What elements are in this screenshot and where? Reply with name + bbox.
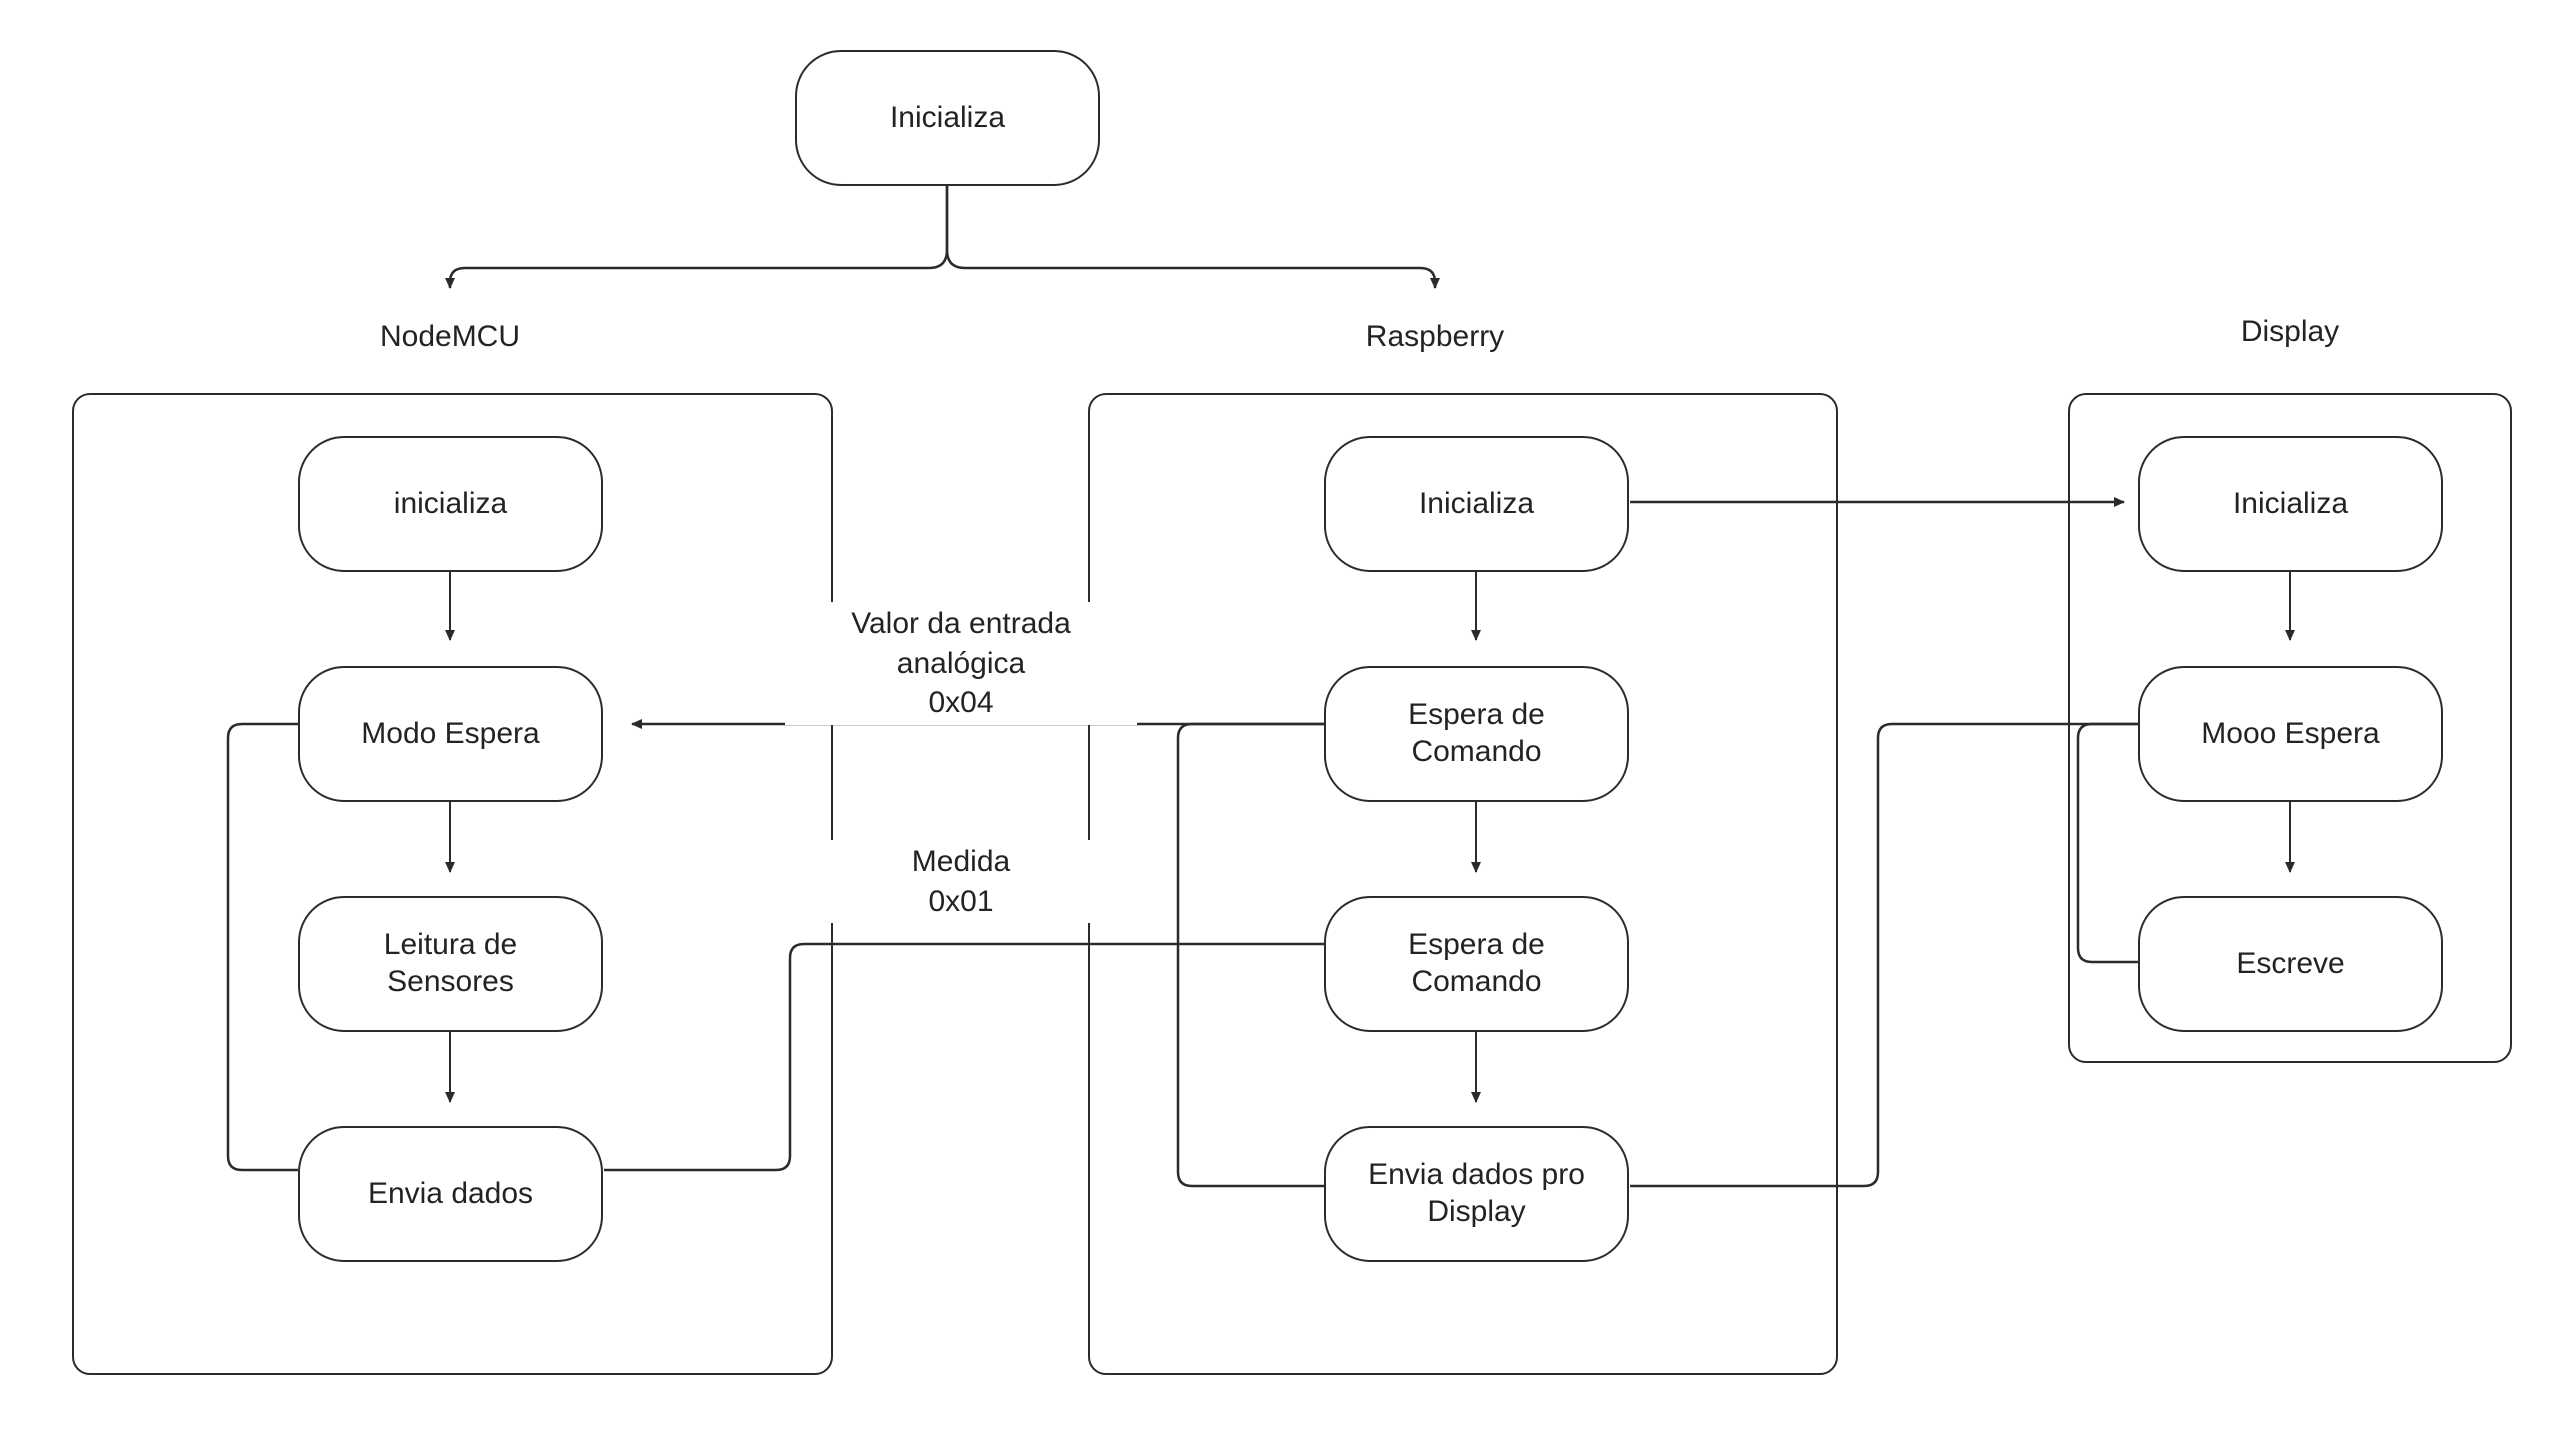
column-label-display: Display: [2240, 315, 2340, 348]
node-disp-mooo-espera[interactable]: Mooo Espera: [2138, 666, 2443, 802]
edge-label-valor-entrada-analogica: Valor da entrada analógica 0x04: [785, 602, 1137, 725]
column-label-nodemcu: NodeMCU: [379, 320, 521, 353]
node-rpi-espera-comando-1[interactable]: Espera de Comando: [1324, 666, 1629, 802]
node-rpi-espera-comando-2[interactable]: Espera de Comando: [1324, 896, 1629, 1032]
node-rpi-inicializa[interactable]: Inicializa: [1324, 436, 1629, 572]
edge-label-medida: Medida 0x01: [820, 840, 1102, 924]
edge-root-split: [445, 186, 949, 289]
node-mcu-modo-espera[interactable]: Modo Espera: [298, 666, 603, 802]
column-label-raspberry: Raspberry: [1365, 320, 1505, 353]
container-display: [2068, 393, 2512, 1063]
node-disp-inicializa[interactable]: Inicializa: [2138, 436, 2443, 572]
node-disp-escreve[interactable]: Escreve: [2138, 896, 2443, 1032]
edge-medida-to-rpi: [604, 939, 1411, 1172]
node-mcu-inicializa[interactable]: inicializa: [298, 436, 603, 572]
node-mcu-leitura-sensores[interactable]: Leitura de Sensores: [298, 896, 603, 1032]
node-root-inicializa[interactable]: Inicializa: [795, 50, 1100, 186]
edge-mcu-send-loop-to-wait: [226, 719, 383, 1172]
edge-rpi-send-to-disp-wait: [1630, 719, 2225, 1188]
node-mcu-envia-dados[interactable]: Envia dados: [298, 1126, 603, 1262]
node-rpi-envia-dados-pro-display[interactable]: Envia dados pro Display: [1324, 1126, 1629, 1262]
edge-root-to-raspberry: [945, 186, 1440, 289]
